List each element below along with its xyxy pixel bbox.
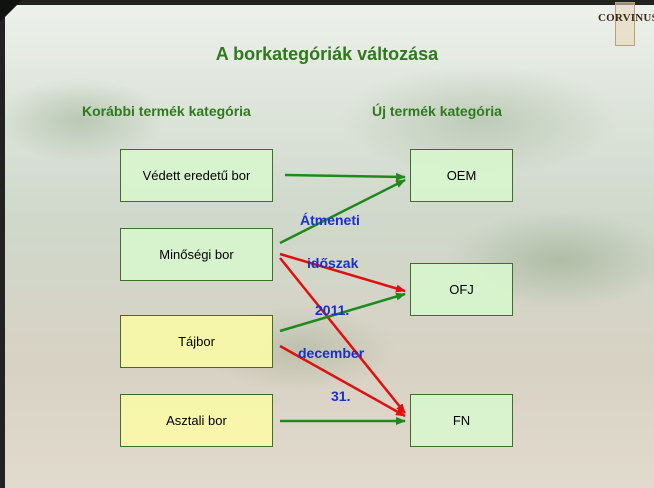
heading-old-categories: Korábbi termék kategória [82,103,251,119]
heading-new-categories: Új termék kategória [372,103,502,119]
corvinus-logo: CORVINUS [598,2,654,46]
arrow-minosegi-to-fn [279,257,406,414]
transition-note-line-5: 31. [331,388,351,404]
box-oem: OEM [410,149,513,202]
logo-emblem-icon [615,2,635,46]
slide-frame-top [0,0,654,5]
transition-note-line-3: 2011. [315,302,350,318]
transition-note-line-2: időszak [307,255,359,271]
slide-frame-left [0,0,5,488]
box-ofj: OFJ [410,263,513,316]
arrow-tajbor-to-ofj [279,292,406,333]
box-asztali-bor: Asztali bor [120,394,273,447]
arrow-minosegi-to-oem [279,178,406,245]
arrow-minosegi-to-ofj [279,252,406,293]
box-fn: FN [410,394,513,447]
slide-title: A borkategóriák változása [215,44,439,64]
logo-text: CORVINUS [598,12,654,24]
arrow-vedett-to-oem [284,172,406,181]
transition-note-line-4: december [298,345,365,361]
arrow-tajbor-to-fn [279,344,406,418]
box-tajbor: Tájbor [120,315,273,368]
transition-note-line-1: Átmeneti [300,212,360,228]
box-vedett-eredetu-bor: Védett eredetű bor [120,149,273,202]
box-minosegi-bor: Minőségi bor [120,228,273,281]
